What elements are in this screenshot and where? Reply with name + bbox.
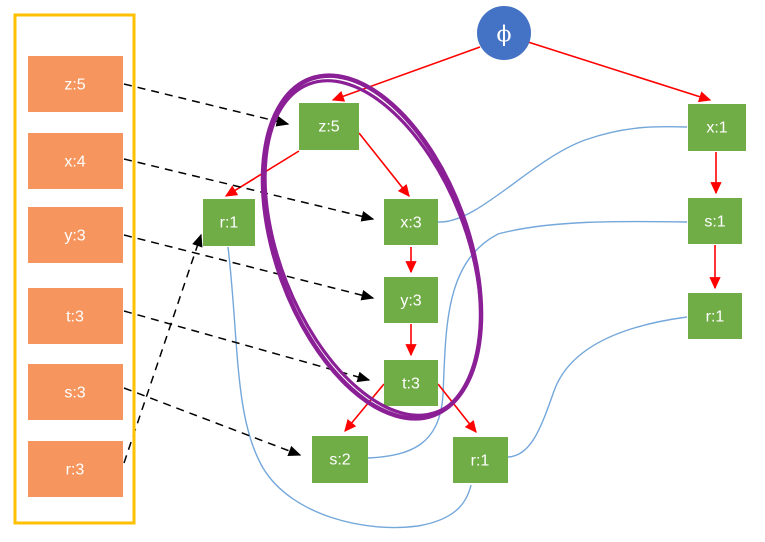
tree-node-r1-bottom: r:1 — [453, 437, 508, 483]
header-item-t3: t:3 — [28, 288, 123, 344]
tree-node-box — [384, 360, 438, 406]
header-item-box — [28, 441, 123, 497]
tree-node-y3: y:3 — [384, 277, 438, 323]
node-link-curves — [227, 125, 688, 529]
tree-node-label: z:5 — [318, 119, 339, 136]
header-links-dashed — [123, 83, 375, 464]
header-item-label: x:4 — [64, 154, 85, 171]
header-item-label: r:3 — [66, 462, 85, 479]
header-item-box — [28, 207, 123, 263]
header-item-label: z:5 — [64, 77, 85, 94]
blue-link-s2-to-s1 — [367, 220, 688, 459]
tree-node-label: r:1 — [471, 453, 490, 470]
highlight-ellipse-stroke-inner — [263, 79, 483, 417]
tree-node-x3: x:3 — [384, 199, 438, 245]
tree-node-z5: z:5 — [299, 103, 359, 150]
tree-edges — [224, 41, 722, 434]
tree-node-label: y:3 — [400, 293, 421, 310]
tree-node-r1-mid: r:1 — [203, 199, 255, 246]
dashed-link-t3 — [123, 310, 371, 383]
tree-node-s1: s:1 — [688, 198, 742, 244]
dashed-link-z5 — [123, 83, 290, 127]
header-item-r3: r:3 — [28, 441, 123, 497]
header-item-box — [28, 133, 123, 189]
tree-node-label: s:2 — [329, 452, 350, 469]
dashed-link-s3 — [123, 387, 302, 456]
edge-root-to-z5 — [331, 46, 481, 102]
header-item-x4: x:4 — [28, 133, 123, 189]
tree-node-box — [688, 198, 742, 244]
dashed-link-x4 — [123, 158, 375, 222]
tree-node-box — [312, 436, 368, 483]
root-node: ϕ — [477, 6, 531, 60]
dashed-link-y3 — [123, 234, 375, 301]
tree-node-box — [453, 437, 508, 483]
root-node-label: ϕ — [497, 23, 512, 48]
header-item-z5: z:5 — [28, 56, 123, 112]
header-item-label: y:3 — [64, 228, 85, 245]
tree-node-s2: s:2 — [312, 436, 368, 483]
tree-node-label: t:3 — [402, 376, 420, 393]
dashed-link-r3 — [123, 233, 203, 464]
edge-t3-to-r1b — [437, 383, 477, 434]
tree-node-box — [384, 277, 438, 323]
header-item-s3: s:3 — [28, 364, 123, 420]
header-item-box — [28, 56, 123, 112]
tree-node-label: r:1 — [706, 309, 725, 326]
root-node-circle — [477, 6, 531, 60]
tree-node-box — [688, 293, 742, 339]
tree-center-nodes: z:5 r:1 x:3 y:3 t:3 s:2 r:1 — [203, 103, 508, 483]
tree-node-box — [203, 199, 255, 246]
header-item-y3: y:3 — [28, 207, 123, 263]
header-item-box — [28, 288, 123, 344]
blue-link-x3-to-x1 — [437, 125, 688, 223]
tree-node-label: x:1 — [706, 120, 727, 137]
header-table-items: z:5 x:4 y:3 t:3 s:3 r:3 — [28, 56, 123, 497]
header-item-label: s:3 — [64, 385, 85, 402]
highlight-ellipse-stroke-outer — [260, 73, 484, 421]
tree-node-box — [688, 104, 746, 151]
tree-node-label: r:1 — [220, 215, 239, 232]
header-item-box — [28, 364, 123, 420]
tree-right-nodes: x:1 s:1 r:1 — [688, 104, 746, 339]
tree-node-box — [299, 103, 359, 150]
header-table-panel-border — [13, 13, 136, 525]
edge-t3-to-s2 — [344, 383, 385, 432]
tree-node-x1: x:1 — [688, 104, 746, 151]
edge-z5-to-x3 — [358, 132, 410, 198]
header-item-label: t:3 — [66, 309, 84, 326]
tree-node-r1-right: r:1 — [688, 293, 742, 339]
tree-node-label: s:1 — [704, 214, 725, 231]
blue-link-r1bottom-to-r1right — [507, 316, 688, 458]
blue-link-r1mid-to-r1bottom — [227, 246, 472, 529]
tree-node-box — [384, 199, 438, 245]
tree-node-label: x:3 — [400, 215, 421, 232]
highlight-ellipse-annotation — [260, 73, 484, 421]
edge-root-to-x1 — [527, 41, 712, 103]
tree-node-t3: t:3 — [384, 360, 438, 406]
